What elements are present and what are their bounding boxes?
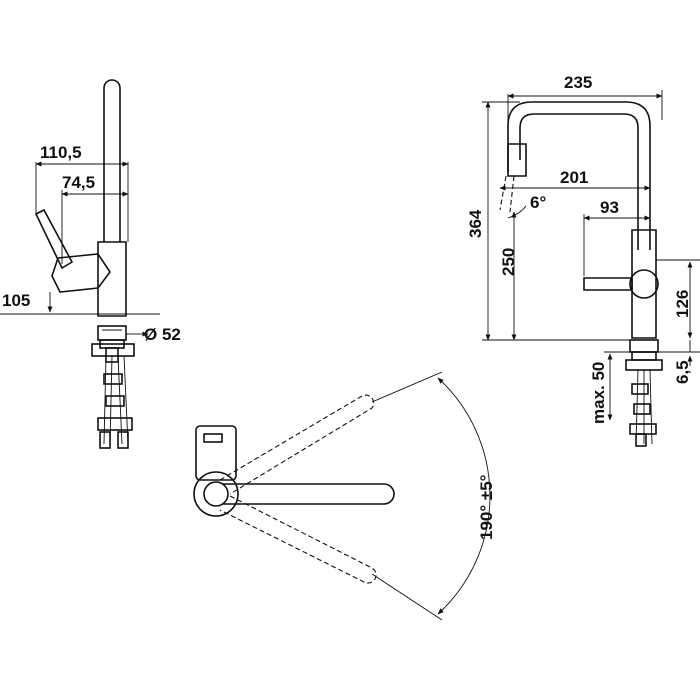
dim-swivel-angle: 190° ±5°	[477, 474, 496, 540]
top-spout-right-position	[219, 495, 377, 584]
dim-74-5: 74,5	[62, 173, 95, 192]
dim-max-50: max. 50	[589, 362, 608, 424]
dim-6-5: 6,5	[673, 360, 692, 384]
dim-6-degrees: 6°	[530, 193, 546, 212]
dim-201: 201	[560, 168, 588, 187]
dim-235: 235	[564, 73, 592, 92]
top-hub-inner	[203, 481, 229, 507]
top-hub-outer	[193, 471, 239, 517]
dim-diameter-52: Ø 52	[144, 325, 181, 344]
swivel-arc	[437, 377, 491, 615]
side-base-collar	[97, 325, 127, 341]
front-lever-hub	[629, 269, 659, 299]
front-spray-head	[507, 143, 527, 177]
side-body	[97, 241, 127, 317]
top-lever-slot	[203, 433, 223, 443]
dim-110-5: 110,5	[40, 143, 82, 162]
dim-105: 105	[2, 291, 30, 310]
side-hoses	[97, 355, 133, 449]
top-spout-center	[222, 483, 395, 505]
dim-126: 126	[673, 290, 692, 318]
front-lever-handle	[583, 277, 633, 291]
front-body	[631, 229, 657, 339]
front-mount-plate	[625, 359, 663, 371]
dim-250: 250	[499, 248, 518, 276]
top-view: 190° ±5°	[193, 371, 496, 621]
front-spout-inner	[519, 113, 639, 250]
side-view: 110,5 74,5 105 Ø 52	[0, 79, 181, 449]
side-lever-handle	[34, 208, 74, 270]
dim-93: 93	[600, 198, 619, 217]
front-spout-outer	[507, 101, 651, 250]
top-lever-box	[195, 425, 237, 481]
side-mount-plate	[91, 343, 135, 357]
top-spout-left-position	[219, 394, 375, 495]
side-spout	[103, 79, 121, 242]
front-hoses	[629, 369, 657, 447]
side-lever-base	[51, 253, 111, 293]
dim-364: 364	[466, 209, 485, 238]
front-view: 235 364 201 6° 250 93 126 6,5 max. 50	[466, 73, 700, 447]
